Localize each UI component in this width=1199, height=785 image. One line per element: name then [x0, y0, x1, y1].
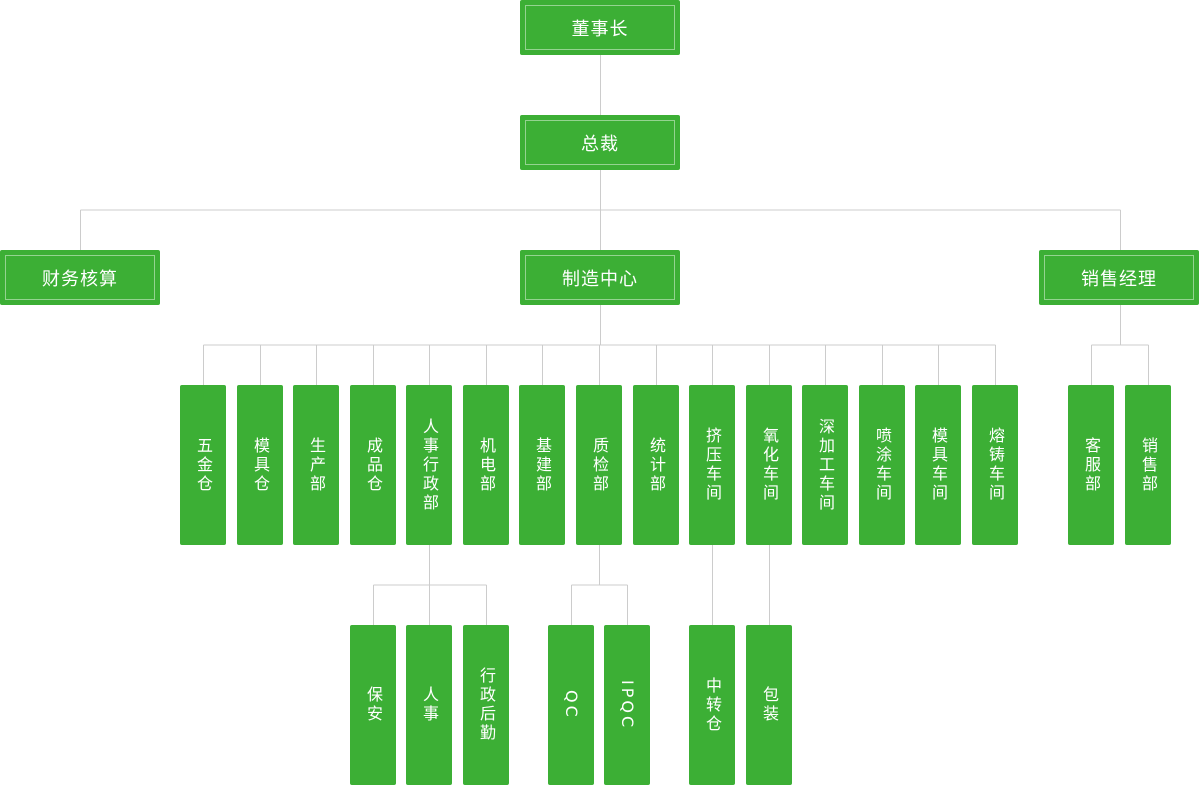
- node-president-label: 总裁: [525, 120, 675, 165]
- node-manufacturing-label: 制造中心: [525, 255, 675, 300]
- node-chairman: 董事长: [520, 0, 680, 55]
- dept-label: 生产部: [307, 436, 326, 494]
- dept-label: 成品仓: [364, 436, 383, 494]
- node-president: 总裁: [520, 115, 680, 170]
- dept-label: 人事行政部: [420, 417, 439, 513]
- sub-label: 行政后勤: [477, 667, 496, 743]
- node-sales-manager-label: 销售经理: [1044, 255, 1194, 300]
- node-mfg-dept: 熔铸车间: [972, 385, 1018, 545]
- dept-label: 挤压车间: [703, 427, 722, 503]
- node-mfg-dept: 生产部: [293, 385, 339, 545]
- node-mfg-dept: 机电部: [463, 385, 509, 545]
- node-qc-sub: QC: [548, 625, 594, 785]
- dept-label: 销售部: [1139, 436, 1158, 494]
- sub-label: 包装: [760, 686, 779, 724]
- dept-label: 氧化车间: [760, 427, 779, 503]
- sub-label: 中转仓: [703, 676, 722, 734]
- node-oxidation: 氧化车间: [746, 385, 792, 545]
- node-mfg-dept: 喷涂车间: [859, 385, 905, 545]
- sub-label: 人事: [420, 686, 439, 724]
- sub-label: IPQC: [618, 679, 637, 731]
- dept-label: 五金仓: [194, 436, 213, 494]
- node-mfg-dept: 成品仓: [350, 385, 396, 545]
- node-hr-sub: 保安: [350, 625, 396, 785]
- dept-label: 熔铸车间: [986, 427, 1005, 503]
- node-finance: 财务核算: [0, 250, 160, 305]
- node-chairman-label: 董事长: [525, 5, 675, 50]
- node-hr-sub: 行政后勤: [463, 625, 509, 785]
- node-mfg-dept: 基建部: [519, 385, 565, 545]
- node-finance-label: 财务核算: [5, 255, 155, 300]
- node-qc-sub: IPQC: [604, 625, 650, 785]
- node-mfg-dept: 深加工车间: [802, 385, 848, 545]
- node-mfg-dept: 模具车间: [915, 385, 961, 545]
- dept-label: 基建部: [533, 436, 552, 494]
- dept-label: 客服部: [1082, 436, 1101, 494]
- node-hr-sub: 人事: [406, 625, 452, 785]
- node-sales-dept: 客服部: [1068, 385, 1114, 545]
- dept-label: 喷涂车间: [873, 427, 892, 503]
- node-mfg-dept: 统计部: [633, 385, 679, 545]
- node-mfg-dept: 模具仓: [237, 385, 283, 545]
- node-quality: 质检部: [576, 385, 622, 545]
- dept-label: 机电部: [477, 436, 496, 494]
- node-extrusion-sub: 中转仓: [689, 625, 735, 785]
- dept-label: 统计部: [647, 436, 666, 494]
- dept-label: 深加工车间: [816, 417, 835, 513]
- node-oxidation-sub: 包装: [746, 625, 792, 785]
- node-sales-manager: 销售经理: [1039, 250, 1199, 305]
- sub-label: QC: [562, 690, 581, 720]
- node-extrusion: 挤压车间: [689, 385, 735, 545]
- node-sales-dept: 销售部: [1125, 385, 1171, 545]
- node-mfg-dept: 五金仓: [180, 385, 226, 545]
- dept-label: 模具车间: [929, 427, 948, 503]
- dept-label: 质检部: [590, 436, 609, 494]
- sub-label: 保安: [364, 686, 383, 724]
- node-manufacturing: 制造中心: [520, 250, 680, 305]
- node-hr-admin: 人事行政部: [406, 385, 452, 545]
- dept-label: 模具仓: [251, 436, 270, 494]
